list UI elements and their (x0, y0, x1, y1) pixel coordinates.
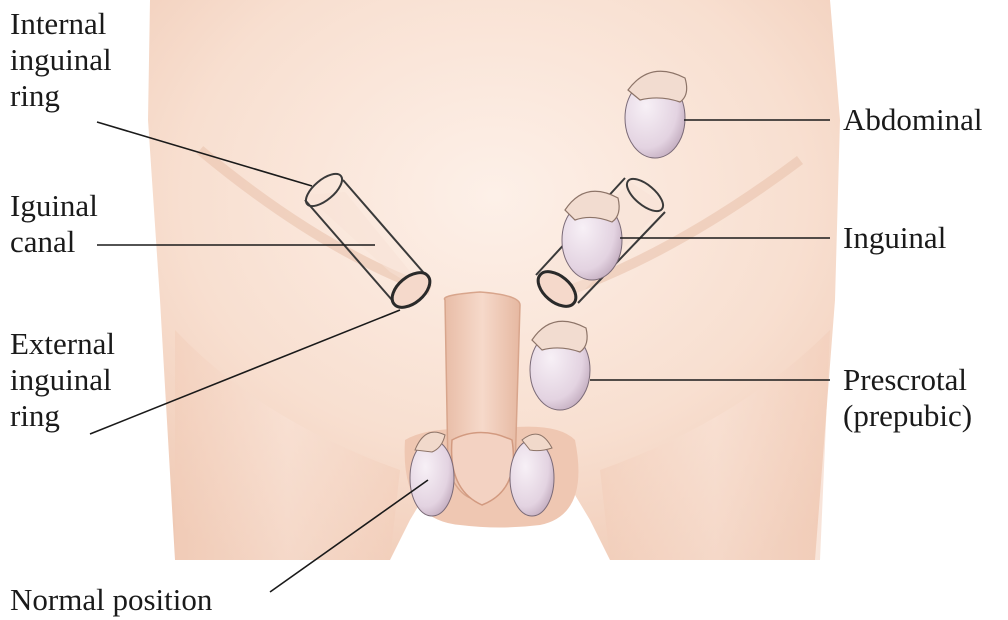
label-external-inguinal-ring-line1: External (10, 326, 115, 362)
label-prescrotal: Prescrotal (prepubic) (843, 362, 972, 434)
label-inguinal-canal: Iguinal canal (10, 188, 98, 260)
label-internal-inguinal-ring-line2: inguinal (10, 42, 112, 78)
testis-inguinal (562, 191, 622, 280)
label-internal-inguinal-ring-line1: Internal (10, 6, 112, 42)
label-internal-inguinal-ring: Internal inguinal ring (10, 6, 112, 114)
label-abdominal-text: Abdominal (843, 102, 983, 138)
testis-abdominal (625, 71, 687, 158)
testis-prescrotal (530, 321, 590, 410)
label-external-inguinal-ring-line2: inguinal (10, 362, 115, 398)
penis (444, 292, 520, 505)
label-internal-inguinal-ring-line3: ring (10, 78, 112, 114)
label-prescrotal-line1: Prescrotal (843, 362, 972, 398)
label-inguinal-text: Inguinal (843, 220, 946, 256)
label-inguinal-canal-line1: Iguinal (10, 188, 98, 224)
label-prescrotal-line2: (prepubic) (843, 398, 972, 434)
label-inguinal: Inguinal (843, 220, 946, 256)
label-normal-position-text: Normal position (10, 582, 212, 618)
label-normal-position: Normal position (10, 582, 212, 618)
label-external-inguinal-ring: External inguinal ring (10, 326, 115, 434)
label-external-inguinal-ring-line3: ring (10, 398, 115, 434)
label-abdominal: Abdominal (843, 102, 983, 138)
label-inguinal-canal-line2: canal (10, 224, 98, 260)
